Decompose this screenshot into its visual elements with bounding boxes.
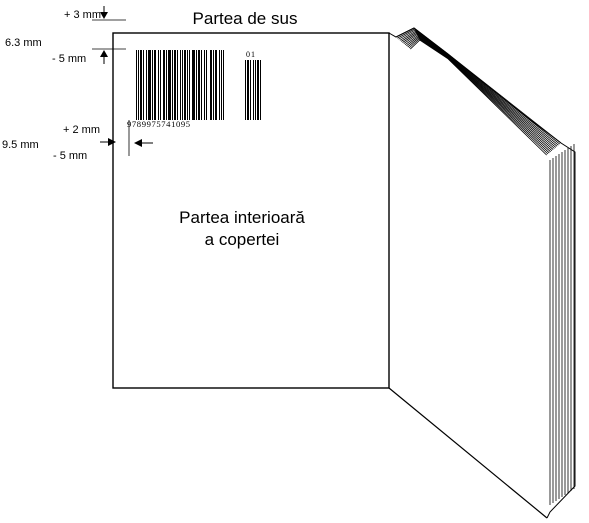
barcode-bar [148, 50, 151, 120]
barcode-addon-digits: 01 [246, 50, 256, 59]
horizontal-dim-minus: - 5 mm [53, 150, 87, 162]
barcode-bar [138, 50, 139, 120]
barcode-bar [192, 50, 195, 120]
addon-bar [250, 60, 251, 120]
barcode-bar [201, 50, 202, 120]
page-edge-line [399, 30, 558, 147]
horizontal-dim-nominal: 9.5 mm [2, 139, 39, 151]
top-title: Partea de sus [193, 9, 298, 28]
page-edge-line [398, 29, 559, 146]
barcode-bar [177, 50, 178, 120]
barcode-bar [196, 50, 197, 120]
arrow-down-icon [100, 12, 108, 19]
barcode-bar [172, 50, 173, 120]
barcode-bar [206, 50, 207, 120]
page-edge-line [402, 33, 555, 149]
barcode-bar [182, 50, 183, 120]
addon-bar [255, 60, 256, 120]
addon-bar [247, 60, 249, 120]
barcode-bar [146, 50, 147, 120]
barcode-bar [184, 50, 186, 120]
addon-bar [253, 60, 254, 120]
page-edge-line [406, 36, 551, 153]
page-edge-line [408, 38, 549, 155]
barcode-bar [152, 50, 153, 120]
vertical-dim-nominal: 6.3 mm [5, 37, 42, 49]
barcode-bar [136, 50, 137, 120]
barcode-bar [158, 50, 159, 120]
barcode-bar [163, 50, 165, 120]
arrow-up-icon [100, 50, 108, 57]
page-stack [388, 27, 576, 519]
barcode-bar [221, 50, 222, 120]
barcode-digits: 9789975741095 [127, 119, 191, 129]
addon-bar [260, 60, 261, 120]
arrow-right-icon [108, 138, 116, 146]
arrow-left-icon [134, 139, 142, 147]
barcode-bar [198, 50, 200, 120]
barcode-bar [154, 50, 156, 120]
page-edge-line [400, 31, 557, 148]
barcode-bar [174, 50, 176, 120]
vertical-dim-minus: - 5 mm [52, 53, 86, 65]
barcode-bar [210, 50, 212, 120]
page-edge-line [397, 28, 560, 145]
isbn-barcode: 9789975741095 01 [127, 50, 261, 129]
addon-bar [257, 60, 259, 120]
addon-bar [245, 60, 246, 120]
page-edge-line [407, 37, 550, 154]
barcode-bar [160, 50, 161, 120]
vertical-dimension: + 3 mm 6.3 mm - 5 mm [5, 6, 126, 65]
page-edge-line [404, 35, 553, 151]
barcode-bar [189, 50, 190, 120]
barcode-bar [143, 50, 144, 120]
cover-fold-line [388, 387, 548, 519]
inner-cover-caption-line1: Partea interioară [179, 208, 305, 227]
barcode-bar [140, 50, 142, 120]
barcode-bar [213, 50, 214, 120]
barcode-bar [215, 50, 217, 120]
horizontal-dim-plus: + 2 mm [63, 124, 100, 136]
barcode-bar [204, 50, 205, 120]
barcode-bar [187, 50, 188, 120]
barcode-bar [180, 50, 181, 120]
page-edge-line [395, 27, 562, 144]
horizontal-dimension: + 2 mm 9.5 mm - 5 mm [2, 120, 153, 162]
barcode-bar [168, 50, 171, 120]
barcode-bar [219, 50, 220, 120]
vertical-dim-plus: + 3 mm [64, 9, 101, 21]
page-edge-line [403, 34, 554, 150]
barcode-bar [223, 50, 224, 120]
barcode-bar [166, 50, 167, 120]
inner-cover-caption-line2: a copertei [205, 230, 280, 249]
page-edge-line [410, 39, 547, 156]
